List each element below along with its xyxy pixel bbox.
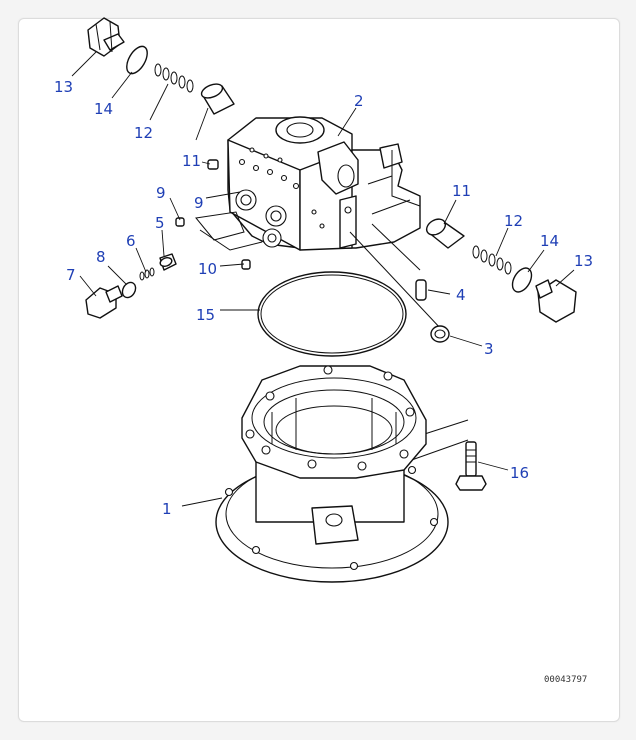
o-ring-14-right[interactable] — [509, 265, 536, 296]
callout-15[interactable]: 15 — [196, 306, 215, 324]
callout-10[interactable]: 10 — [198, 260, 217, 278]
plug-9-small[interactable] — [175, 217, 185, 227]
spring-6[interactable] — [139, 267, 155, 281]
check-valve-5[interactable] — [159, 253, 177, 271]
housing-1[interactable] — [215, 365, 449, 583]
callout-4[interactable]: 4 — [456, 286, 466, 304]
leader-lines — [71, 51, 575, 507]
callout-14-upper-left[interactable]: 14 — [94, 100, 113, 118]
callout-2-valve-body[interactable]: 2 — [354, 92, 364, 110]
valve-11-small-upper[interactable] — [207, 159, 219, 170]
bolt-16[interactable] — [455, 441, 487, 491]
callout-13-right[interactable]: 13 — [574, 252, 593, 270]
plug-13-upper-left[interactable] — [87, 17, 125, 57]
callout-14-right[interactable]: 14 — [540, 232, 559, 250]
o-ring-14-upper-left[interactable] — [123, 43, 152, 77]
callout-5[interactable]: 5 — [155, 214, 165, 232]
callouts: 13 14 12 11 2 9 9 5 6 8 7 10 11 12 14 13… — [54, 78, 593, 518]
callout-11-right[interactable]: 11 — [452, 182, 471, 200]
spring-12-right[interactable] — [472, 245, 512, 275]
o-ring-15[interactable] — [257, 271, 407, 357]
callout-3[interactable]: 3 — [484, 340, 494, 358]
callout-1[interactable]: 1 — [162, 500, 172, 518]
callout-8[interactable]: 8 — [96, 248, 106, 266]
callout-16[interactable]: 16 — [510, 464, 529, 482]
spool-11-right[interactable] — [424, 216, 465, 249]
bushing-3[interactable] — [430, 325, 450, 343]
valve-body-2[interactable] — [227, 116, 421, 251]
drawing-reference-code: 00043797 — [544, 675, 587, 685]
assembly-guide-lines — [195, 211, 469, 463]
callout-7[interactable]: 7 — [66, 266, 76, 284]
callout-12-right[interactable]: 12 — [504, 212, 523, 230]
callout-9-right[interactable]: 9 — [194, 194, 204, 212]
plug-7[interactable] — [85, 285, 123, 319]
callout-6[interactable]: 6 — [126, 232, 136, 250]
spring-12-upper-left[interactable] — [154, 63, 194, 93]
callout-13-upper-left[interactable]: 13 — [54, 78, 73, 96]
callout-9-left[interactable]: 9 — [156, 184, 166, 202]
pin-4[interactable] — [415, 279, 427, 301]
callout-12-upper-left[interactable]: 12 — [134, 124, 153, 142]
spool-11-upper-left[interactable] — [200, 81, 235, 115]
o-ring-8[interactable] — [120, 280, 138, 300]
callout-11-upper[interactable]: 11 — [182, 152, 201, 170]
plug-13-right[interactable] — [535, 279, 577, 323]
